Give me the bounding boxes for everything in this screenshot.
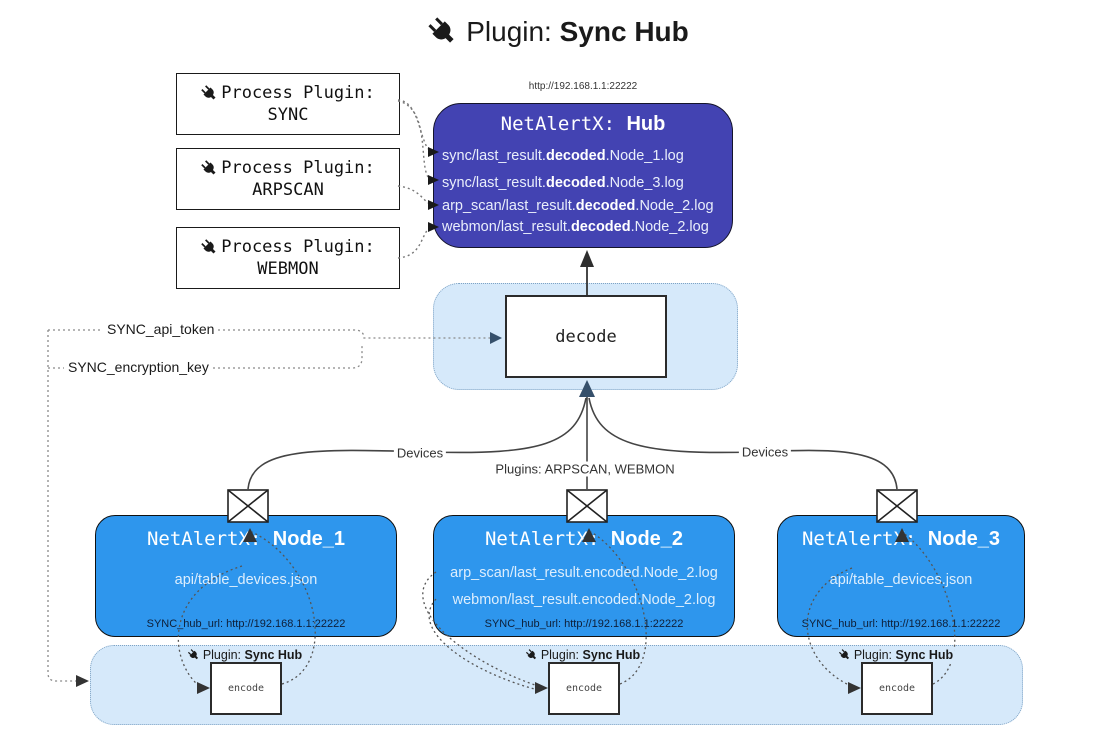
plug-icon	[526, 649, 538, 661]
encode-box-1: encode	[210, 662, 282, 715]
hub-title: NetAlertX: Hub	[434, 112, 732, 137]
hub-node: NetAlertX: Hub sync/last_result.decoded.…	[433, 103, 733, 248]
hub-log-line: sync/last_result.decoded.Node_3.log	[442, 175, 684, 191]
hub-log-line: sync/last_result.decoded.Node_1.log	[442, 148, 684, 164]
hub-title-mono: NetAlertX:	[500, 113, 627, 135]
node-line: webmon/last_result.encoded.Node_2.log	[452, 592, 716, 608]
process-plugin-webmon: Process Plugin: WEBMON	[176, 227, 400, 289]
node-title-bold: Node_1	[272, 528, 346, 550]
hub-log-line: arp_scan/last_result.decoded.Node_2.log	[442, 198, 714, 214]
encode-box-2: encode	[548, 662, 620, 715]
edge-label-devices-right: Devices	[738, 444, 792, 460]
edge-label-plugins: Plugins: ARPSCAN, WEBMON	[492, 461, 678, 477]
edge-label-devices-left: Devices	[393, 445, 447, 461]
node-title-mono: NetAlertX:	[484, 528, 611, 550]
node-line: api/table_devices.json	[174, 572, 318, 588]
plug-icon	[428, 17, 458, 47]
node-3: NetAlertX: Node_3 api/table_devices.json…	[777, 515, 1025, 637]
process-plugin-label: Process Plugin:	[221, 158, 375, 178]
page-title: Plugin: Sync Hub	[466, 16, 689, 48]
plug-icon	[839, 649, 851, 661]
node-line: api/table_devices.json	[829, 572, 973, 588]
hub-title-bold: Hub	[626, 113, 666, 135]
title-name: Sync Hub	[559, 16, 689, 47]
node-title-bold: Node_2	[610, 528, 684, 550]
decode-box: decode	[505, 295, 667, 378]
encoder-label-3: Plugin: Sync Hub	[836, 648, 956, 662]
node-2: NetAlertX: Node_2 arp_scan/last_result.e…	[433, 515, 735, 637]
process-plugin-name: ARPSCAN	[252, 180, 324, 200]
node-1: NetAlertX: Node_1 api/table_devices.json…	[95, 515, 397, 637]
hub-url-label: http://192.168.1.1:22222	[528, 81, 638, 92]
node-hub-url: SYNC_hub_url: http://192.168.1.1:22222	[801, 618, 1001, 630]
sync-encryption-key-label: SYNC_encryption_key	[64, 359, 213, 375]
node-line: arp_scan/last_result.encoded.Node_2.log	[450, 565, 718, 581]
node-hub-url: SYNC_hub_url: http://192.168.1.1:22222	[146, 618, 346, 630]
diagram-title: Plugin: Sync Hub	[0, 16, 1117, 48]
sync-api-token-label: SYNC_api_token	[103, 321, 219, 337]
hub-log-line: webmon/last_result.decoded.Node_2.log	[442, 219, 709, 235]
plug-icon	[201, 239, 218, 256]
plug-icon	[201, 160, 218, 177]
node-hub-url: SYNC_hub_url: http://192.168.1.1:22222	[484, 618, 684, 630]
process-plugin-label: Process Plugin:	[221, 83, 375, 103]
encoder-label-1: Plugin: Sync Hub	[185, 648, 305, 662]
plugin-to-hub-links	[397, 99, 429, 259]
node-title-mono: NetAlertX:	[146, 528, 273, 550]
token-to-band-arrowhead	[76, 675, 89, 687]
decode-to-hub-arrowhead	[580, 250, 594, 267]
title-prefix: Plugin:	[466, 16, 552, 47]
encode-box-3: encode	[861, 662, 933, 715]
node-title-bold: Node_3	[927, 528, 1001, 550]
plug-icon	[188, 649, 200, 661]
process-plugin-arpscan: Process Plugin: ARPSCAN	[176, 148, 400, 210]
process-plugin-label: Process Plugin:	[221, 237, 375, 257]
process-plugin-name: SYNC	[267, 105, 309, 125]
encoder-label-2: Plugin: Sync Hub	[523, 648, 643, 662]
node-title-mono: NetAlertX:	[801, 528, 928, 550]
process-plugin-name: WEBMON	[257, 259, 319, 279]
plug-icon	[201, 85, 218, 102]
process-plugin-sync: Process Plugin: SYNC	[176, 73, 400, 135]
